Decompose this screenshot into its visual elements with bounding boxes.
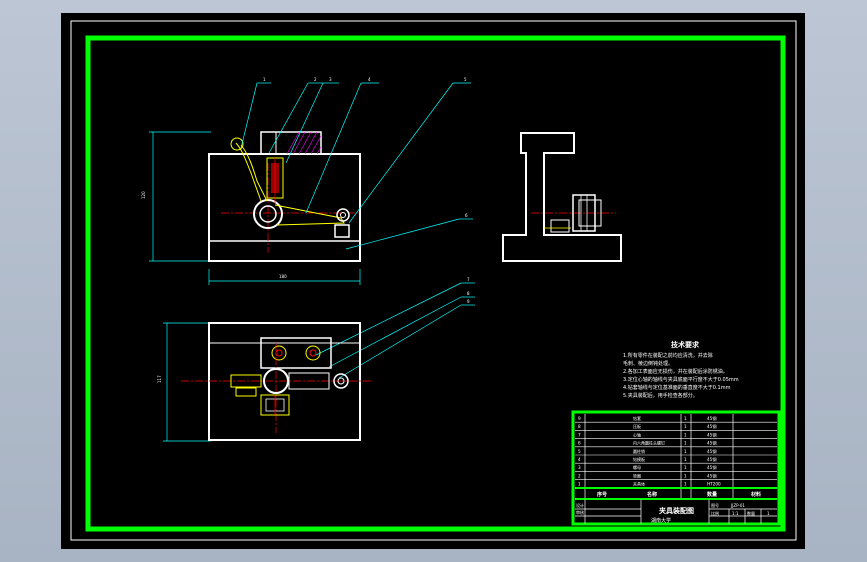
bom-material-cell: 45钢 bbox=[707, 472, 717, 479]
assembly-drawing: 120 180 bbox=[70, 20, 797, 541]
bom-material-cell: 45钢 bbox=[707, 423, 717, 430]
bom-no-cell: 8 bbox=[578, 424, 581, 429]
front-width-dim: 180 bbox=[279, 274, 287, 279]
sheets-value: 1 bbox=[767, 511, 770, 516]
bom-qty-cell: 1 bbox=[684, 482, 687, 487]
bom-name-cell: 压板 bbox=[633, 423, 641, 429]
bom-header-material: 材料 bbox=[751, 491, 761, 498]
parts-list: 9 钻套 1 45钢 8 压板 1 45钢 7 心轴 1 45钢 6 内六角圆柱头螺钉 1 45钢 5 圆柱销 1 4… bbox=[571, 410, 781, 526]
bom-material-cell: 45钢 bbox=[707, 456, 717, 463]
top-height-dim: 117 bbox=[157, 375, 162, 383]
sheet-frame-border bbox=[85, 35, 786, 532]
bom-no-cell: 2 bbox=[578, 473, 581, 478]
scale-value: 1:1 bbox=[732, 511, 739, 516]
balloon-numbers: 1 2 3 4 5 6 7 8 9 bbox=[263, 77, 470, 304]
bom-name-cell: 心轴 bbox=[633, 431, 641, 437]
tech-req-note-4: 3.定位心轴的轴线与夹具底面平行度不大于0.05mm bbox=[623, 376, 739, 383]
bom-qty-cell: 1 bbox=[684, 473, 687, 478]
title-block: 设计 审核 夹具装配图 湖南大学 图号 JJZP-01 比例 1:1 数量 1 bbox=[575, 499, 777, 524]
bom-name-cell: 内六角圆柱头螺钉 bbox=[633, 440, 665, 446]
bom-header-name: 名称 bbox=[647, 491, 657, 498]
balloon-5: 5 bbox=[464, 77, 467, 82]
drawing-no: JJZP-01 bbox=[730, 503, 745, 508]
bom-material-cell: 45钢 bbox=[707, 431, 717, 438]
bom-header-qty: 数量 bbox=[707, 491, 717, 498]
top-view: 117 bbox=[157, 322, 371, 442]
tech-req-note-2: 毛刺、棱边倒钝处理。 bbox=[623, 360, 673, 367]
bom-name-cell: 钻套 bbox=[633, 415, 641, 421]
bom-no-cell: 9 bbox=[578, 416, 581, 421]
bom-material-cell: 45钢 bbox=[707, 440, 717, 447]
bom-name-cell: 圆柱销 bbox=[633, 448, 645, 454]
balloon-7: 7 bbox=[467, 277, 470, 282]
bom-no-cell: 3 bbox=[578, 465, 581, 470]
bom-name-cell: 夹具体 bbox=[633, 481, 645, 487]
balloon-6: 6 bbox=[465, 213, 468, 218]
bom-name-cell: 垫圈 bbox=[633, 472, 641, 478]
bom-no-cell: 6 bbox=[578, 441, 581, 446]
bom-no-cell: 5 bbox=[578, 449, 581, 454]
tech-req-note-3: 2.各加工表面应无损伤，并在装配后涂防锈油。 bbox=[623, 368, 728, 375]
bom-qty-cell: 1 bbox=[684, 424, 687, 429]
front-height-dim: 120 bbox=[141, 191, 146, 199]
bom-no-cell: 7 bbox=[578, 432, 581, 437]
bom-qty-cell: 1 bbox=[684, 416, 687, 421]
tech-req-note-6: 5.夹具装配后，用手检查各部分。 bbox=[623, 392, 698, 399]
sheets-label: 数量 bbox=[747, 510, 755, 516]
tech-req-note-5: 4.钻套轴线与定位基准面的垂直度不大于0.1mm bbox=[623, 384, 731, 391]
bom-no-cell: 4 bbox=[578, 457, 581, 462]
leader-lines bbox=[240, 82, 475, 379]
technical-requirements: 技术要求 1.所有零件在装配之前均应清洗，并去除 毛刺、棱边倒钝处理。 2.各加… bbox=[623, 340, 739, 399]
bom-qty-cell: 1 bbox=[684, 449, 687, 454]
balloon-8: 8 bbox=[467, 291, 470, 296]
bom-qty-cell: 1 bbox=[684, 441, 687, 446]
balloon-4: 4 bbox=[368, 77, 371, 82]
bom-qty-cell: 1 bbox=[684, 465, 687, 470]
balloon-9: 9 bbox=[467, 299, 470, 304]
school-name: 湖南大学 bbox=[651, 517, 671, 524]
title-designer-label: 设计 bbox=[576, 502, 584, 508]
cad-viewport[interactable]: 120 180 bbox=[61, 13, 805, 549]
bom-qty-cell: 1 bbox=[684, 457, 687, 462]
bom-material-cell: 45钢 bbox=[707, 464, 717, 471]
side-view bbox=[502, 132, 622, 262]
balloon-2: 2 bbox=[314, 77, 317, 82]
bom-header-no: 序号 bbox=[596, 491, 607, 498]
bom-no-cell: 1 bbox=[578, 482, 581, 487]
bom-material-cell: HT200 bbox=[707, 482, 721, 487]
balloon-3: 3 bbox=[329, 77, 332, 82]
tech-req-note-1: 1.所有零件在装配之前均应清洗，并去除 bbox=[623, 352, 713, 359]
drawing-title: 夹具装配图 bbox=[659, 506, 694, 515]
tech-req-heading: 技术要求 bbox=[671, 340, 700, 349]
front-view: 120 180 bbox=[141, 131, 361, 285]
balloon-1: 1 bbox=[263, 77, 266, 82]
bom-name-cell: 钻模板 bbox=[633, 456, 645, 462]
scale-label: 比例 bbox=[711, 510, 719, 516]
bom-material-cell: 45钢 bbox=[707, 448, 717, 455]
bom-qty-cell: 1 bbox=[684, 432, 687, 437]
drawing-no-label: 图号 bbox=[711, 502, 719, 508]
title-checker-label: 审核 bbox=[576, 509, 584, 515]
bom-material-cell: 45钢 bbox=[707, 415, 717, 422]
bom-name-cell: 螺母 bbox=[633, 464, 641, 470]
sheet-outer-border bbox=[70, 20, 797, 541]
